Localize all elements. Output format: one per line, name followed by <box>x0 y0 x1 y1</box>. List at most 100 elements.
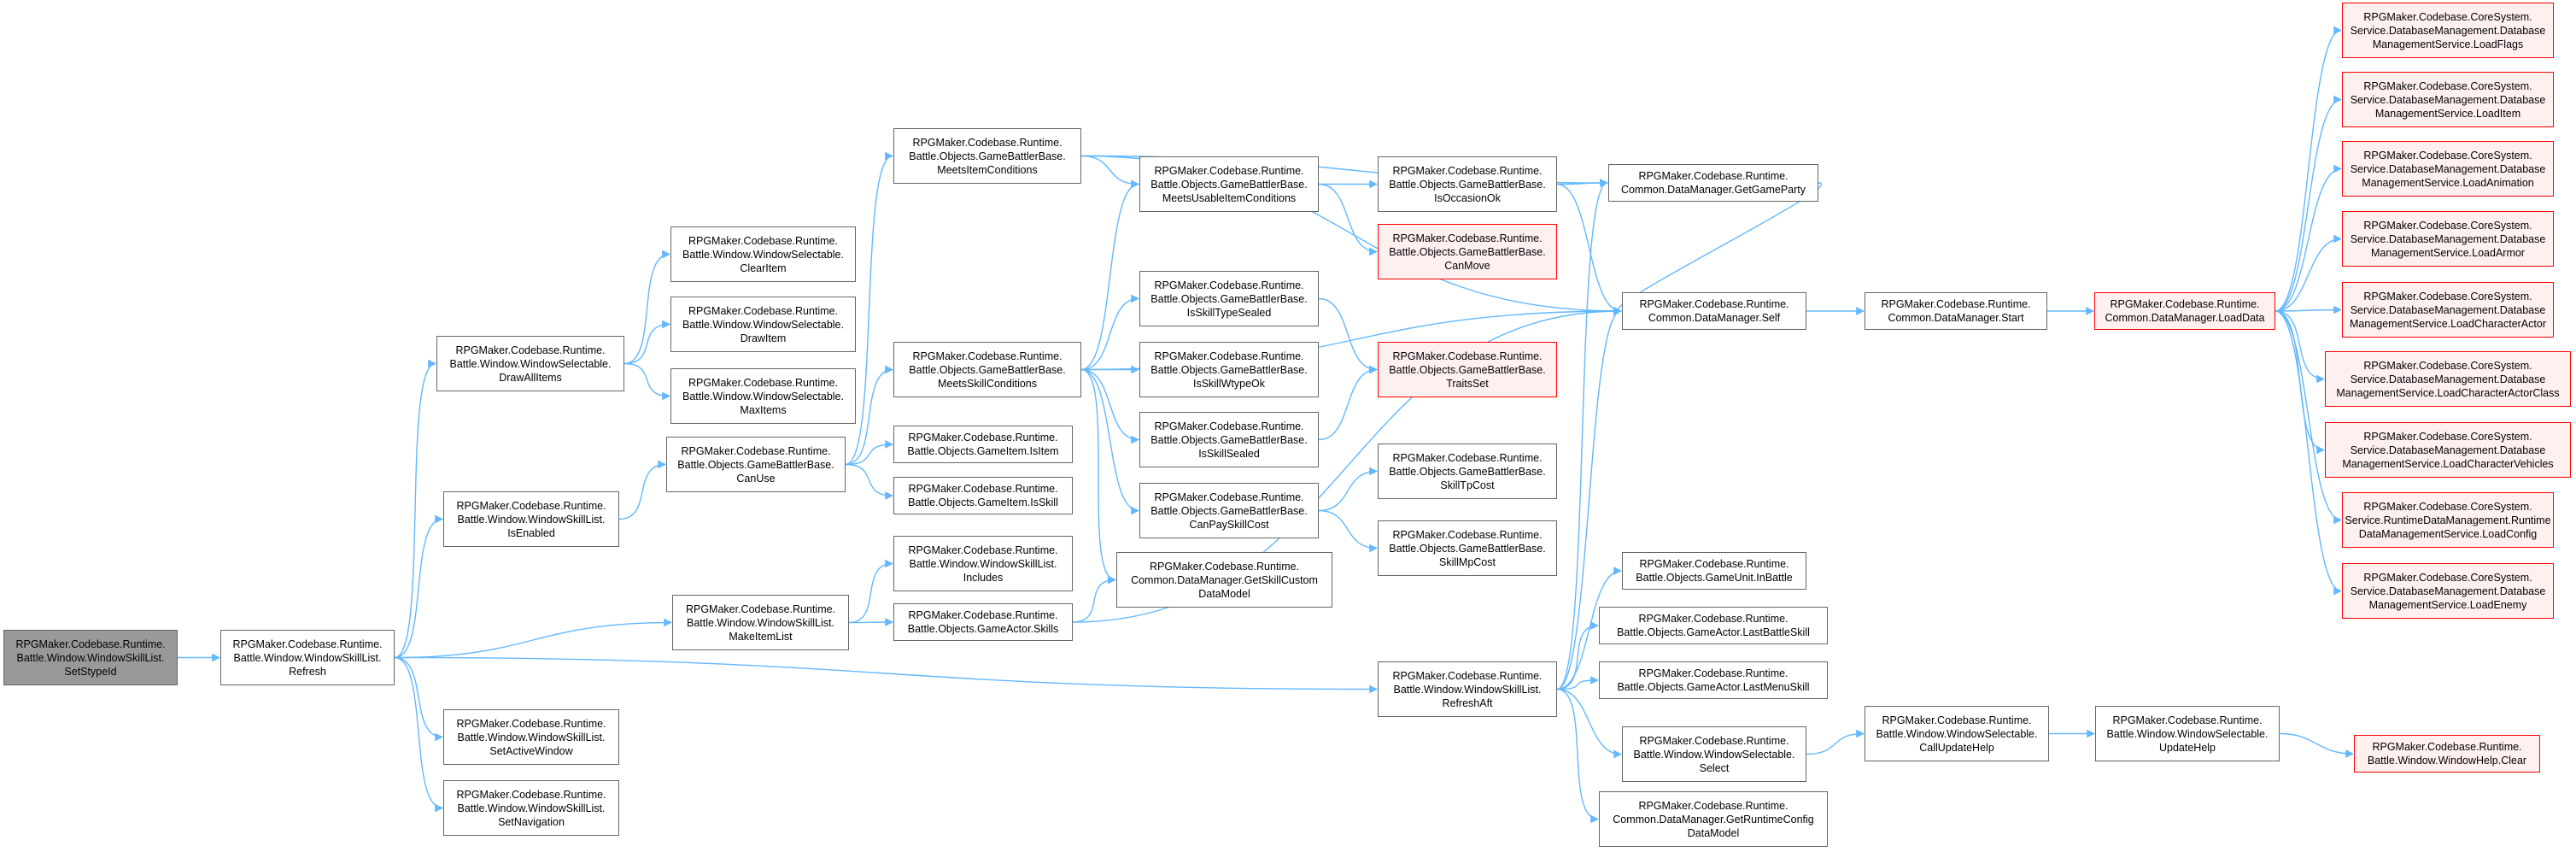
node-label-line: RPGMaker.Codebase.Runtime. <box>1639 298 1789 310</box>
graph-node-skilltpcost[interactable]: RPGMaker.Codebase.Runtime.Battle.Objects… <box>1378 444 1557 499</box>
edge-updatehelp-to-windowhelpclear <box>2279 732 2354 758</box>
graph-node-isoccasionok[interactable]: RPGMaker.Codebase.Runtime.Battle.Objects… <box>1378 156 1557 212</box>
graph-node-inbattle[interactable]: RPGMaker.Codebase.Runtime.Battle.Objects… <box>1622 552 1806 590</box>
graph-node-setactivewindow[interactable]: RPGMaker.Codebase.Runtime.Battle.Window.… <box>443 709 619 765</box>
edge-loaddata-to-loadarmor <box>2274 234 2342 312</box>
graph-node-isenabled[interactable]: RPGMaker.Codebase.Runtime.Battle.Window.… <box>443 491 619 547</box>
node-label-line: Service.DatabaseManagement.Database <box>2350 303 2546 316</box>
graph-node-lastmenuskill[interactable]: RPGMaker.Codebase.Runtime.Battle.Objects… <box>1599 661 1828 699</box>
graph-node-includes[interactable]: RPGMaker.Codebase.Runtime.Battle.Window.… <box>893 536 1073 591</box>
node-label-line: RPGMaker.Codebase.Runtime. <box>15 638 166 650</box>
graph-node-select[interactable]: RPGMaker.Codebase.Runtime.Battle.Window.… <box>1622 726 1806 782</box>
edge-loaddata-to-loadcharacteractor <box>2274 305 2342 314</box>
graph-node-canuse[interactable]: RPGMaker.Codebase.Runtime.Battle.Objects… <box>666 437 846 492</box>
graph-node-start[interactable]: RPGMaker.Codebase.Runtime.Common.DataMan… <box>1865 292 2047 330</box>
graph-node-meetsskillconditions[interactable]: RPGMaker.Codebase.Runtime.Battle.Objects… <box>893 342 1081 397</box>
graph-node-isskill[interactable]: RPGMaker.Codebase.Runtime.Battle.Objects… <box>893 477 1073 514</box>
edge-refresh-to-setactivewindow <box>394 656 443 742</box>
node-label-line: Common.DataManager.GetRuntimeConfig <box>1613 813 1814 826</box>
graph-node-canpayskillcost[interactable]: RPGMaker.Codebase.Runtime.Battle.Objects… <box>1139 483 1319 538</box>
node-label-line: Battle.Objects.GameBattlerBase. <box>1150 178 1308 191</box>
graph-node-loaditem[interactable]: RPGMaker.Codebase.CoreSystem.Service.Dat… <box>2342 72 2554 127</box>
graph-node-windowhelpclear[interactable]: RPGMaker.Codebase.Runtime.Battle.Window.… <box>2354 735 2540 773</box>
graph-node-drawitem[interactable]: RPGMaker.Codebase.Runtime.Battle.Window.… <box>670 297 856 352</box>
node-label-line: DataManagementService.LoadConfig <box>2358 527 2538 540</box>
graph-node-loadflags[interactable]: RPGMaker.Codebase.CoreSystem.Service.Dat… <box>2342 3 2554 58</box>
graph-node-updatehelp[interactable]: RPGMaker.Codebase.Runtime.Battle.Window.… <box>2095 706 2280 761</box>
graph-node-traitsset[interactable]: RPGMaker.Codebase.Runtime.Battle.Objects… <box>1378 342 1557 397</box>
graph-node-isskillwtypeok[interactable]: RPGMaker.Codebase.Runtime.Battle.Objects… <box>1139 342 1319 397</box>
graph-node-isskillsealed[interactable]: RPGMaker.Codebase.Runtime.Battle.Objects… <box>1139 412 1319 467</box>
node-label-line: Battle.Window.WindowHelp.Clear <box>2367 755 2527 767</box>
graph-node-loaddata[interactable]: RPGMaker.Codebase.Runtime.Common.DataMan… <box>2094 292 2275 330</box>
graph-node-loadenemy[interactable]: RPGMaker.Codebase.CoreSystem.Service.Dat… <box>2342 563 2554 619</box>
graph-node-self[interactable]: RPGMaker.Codebase.Runtime.Common.DataMan… <box>1622 292 1806 330</box>
node-label-line: Battle.Window.WindowSkillList. <box>457 731 606 743</box>
graph-node-refreshaft[interactable]: RPGMaker.Codebase.Runtime.Battle.Window.… <box>1378 661 1557 717</box>
edge-refresh-to-makeitemlist <box>394 618 672 659</box>
graph-node-maxitems[interactable]: RPGMaker.Codebase.Runtime.Battle.Window.… <box>670 368 856 424</box>
node-label-line: TraitsSet <box>1446 377 1489 390</box>
node-label-line: RPGMaker.Codebase.CoreSystem. <box>2363 500 2532 513</box>
node-label-line: ManagementService.LoadItem <box>2374 107 2521 120</box>
node-label-line: Service.DatabaseManagement.Database <box>2350 232 2546 245</box>
graph-node-loadcharacteractorclass[interactable]: RPGMaker.Codebase.CoreSystem.Service.Dat… <box>2325 351 2571 407</box>
graph-node-meetsusableitemconditions[interactable]: RPGMaker.Codebase.Runtime.Battle.Objects… <box>1139 156 1319 212</box>
graph-node-loadanimation[interactable]: RPGMaker.Codebase.CoreSystem.Service.Dat… <box>2342 141 2554 197</box>
graph-node-isskilltypesealed[interactable]: RPGMaker.Codebase.Runtime.Battle.Objects… <box>1139 271 1319 326</box>
node-label-line: Service.DatabaseManagement.Database <box>2350 24 2546 37</box>
graph-node-setstypeid[interactable]: RPGMaker.Codebase.Runtime.Battle.Window.… <box>3 630 178 685</box>
graph-node-getgameparty[interactable]: RPGMaker.Codebase.Runtime.Common.DataMan… <box>1608 164 1818 202</box>
node-label-line: Battle.Objects.GameBattlerBase. <box>1150 292 1308 305</box>
node-label-line: Battle.Objects.GameBattlerBase. <box>909 150 1066 162</box>
node-label-line: RPGMaker.Codebase.Runtime. <box>456 788 606 801</box>
node-label-line: Battle.Objects.GameActor.Skills <box>907 623 1059 635</box>
node-label-line: RPGMaker.Codebase.Runtime. <box>232 638 383 650</box>
graph-node-skillmpcost[interactable]: RPGMaker.Codebase.Runtime.Battle.Objects… <box>1378 520 1557 576</box>
node-label-line: RPGMaker.Codebase.CoreSystem. <box>2363 571 2532 584</box>
graph-node-loadcharacteractor[interactable]: RPGMaker.Codebase.CoreSystem.Service.Dat… <box>2342 282 2554 338</box>
edge-refresh-to-refreshaft <box>394 656 1378 694</box>
graph-node-callupdatehelp[interactable]: RPGMaker.Codebase.Runtime.Battle.Window.… <box>1865 706 2049 761</box>
edge-refreshaft-to-select <box>1556 688 1622 759</box>
node-label-line: Battle.Objects.GameBattlerBase. <box>677 458 834 471</box>
node-label-line: RPGMaker.Codebase.CoreSystem. <box>2363 149 2532 162</box>
graph-node-isitem[interactable]: RPGMaker.Codebase.Runtime.Battle.Objects… <box>893 426 1073 463</box>
node-label-line: ManagementService.LoadCharacterActor <box>2350 317 2546 330</box>
node-label-line: ManagementService.LoadEnemy <box>2368 598 2527 611</box>
edge-loaddata-to-loadcharacteractorclass <box>2274 310 2325 384</box>
edge-skills-to-getskillcustomdatamodel <box>1072 575 1116 623</box>
node-label-line: RPGMaker.Codebase.Runtime. <box>908 544 1058 556</box>
node-label-line: IsEnabled <box>507 526 555 539</box>
edge-refreshaft-to-self <box>1556 307 1622 690</box>
graph-node-lastbattleskill[interactable]: RPGMaker.Codebase.Runtime.Battle.Objects… <box>1599 607 1828 644</box>
graph-node-makeitemlist[interactable]: RPGMaker.Codebase.Runtime.Battle.Window.… <box>672 595 849 650</box>
graph-node-meetsitemconditions[interactable]: RPGMaker.Codebase.Runtime.Battle.Objects… <box>893 128 1081 184</box>
graph-node-loadarmor[interactable]: RPGMaker.Codebase.CoreSystem.Service.Dat… <box>2342 211 2554 267</box>
graph-node-refresh[interactable]: RPGMaker.Codebase.Runtime.Battle.Window.… <box>220 630 395 685</box>
node-label-line: RPGMaker.Codebase.Runtime. <box>908 609 1058 621</box>
graph-node-canmove[interactable]: RPGMaker.Codebase.Runtime.Battle.Objects… <box>1378 224 1557 279</box>
edge-refreshaft-to-inbattle <box>1556 567 1622 690</box>
graph-node-drawallitems[interactable]: RPGMaker.Codebase.Runtime.Battle.Window.… <box>436 336 624 391</box>
node-label-line: Battle.Window.WindowSkillList. <box>233 651 382 664</box>
node-label-line: Battle.Window.WindowSelectable. <box>2106 727 2269 740</box>
node-label-line: Battle.Window.WindowSkillList. <box>1393 683 1542 696</box>
node-label-line: Battle.Objects.GameUnit.InBattle <box>1636 572 1793 584</box>
graph-node-loadcharactervehicles[interactable]: RPGMaker.Codebase.CoreSystem.Service.Dat… <box>2325 422 2571 478</box>
node-label-line: Service.DatabaseManagement.Database <box>2350 585 2546 597</box>
node-label-line: SkillTpCost <box>1440 479 1495 491</box>
node-label-line: Service.DatabaseManagement.Database <box>2350 373 2546 385</box>
graph-node-loadconfig[interactable]: RPGMaker.Codebase.CoreSystem.Service.Run… <box>2342 492 2554 548</box>
graph-node-getskillcustomdatamodel[interactable]: RPGMaker.Codebase.Runtime.Common.DataMan… <box>1116 552 1332 608</box>
graph-node-getruntimeconfigdatamodel[interactable]: RPGMaker.Codebase.Runtime.Common.DataMan… <box>1599 791 1828 847</box>
node-label-line: Select <box>1699 761 1730 774</box>
node-label-line: Common.DataManager.LoadData <box>2105 312 2265 324</box>
node-label-line: RPGMaker.Codebase.Runtime. <box>912 350 1063 362</box>
graph-node-clearitem[interactable]: RPGMaker.Codebase.Runtime.Battle.Window.… <box>670 226 856 282</box>
graph-node-setnavigation[interactable]: RPGMaker.Codebase.Runtime.Battle.Window.… <box>443 780 619 836</box>
graph-node-skills[interactable]: RPGMaker.Codebase.Runtime. Battle.Objects… <box>893 603 1073 641</box>
node-label-line: RPGMaker.Codebase.Runtime. <box>685 602 836 615</box>
node-label-line: IsSkillSealed <box>1198 447 1260 460</box>
